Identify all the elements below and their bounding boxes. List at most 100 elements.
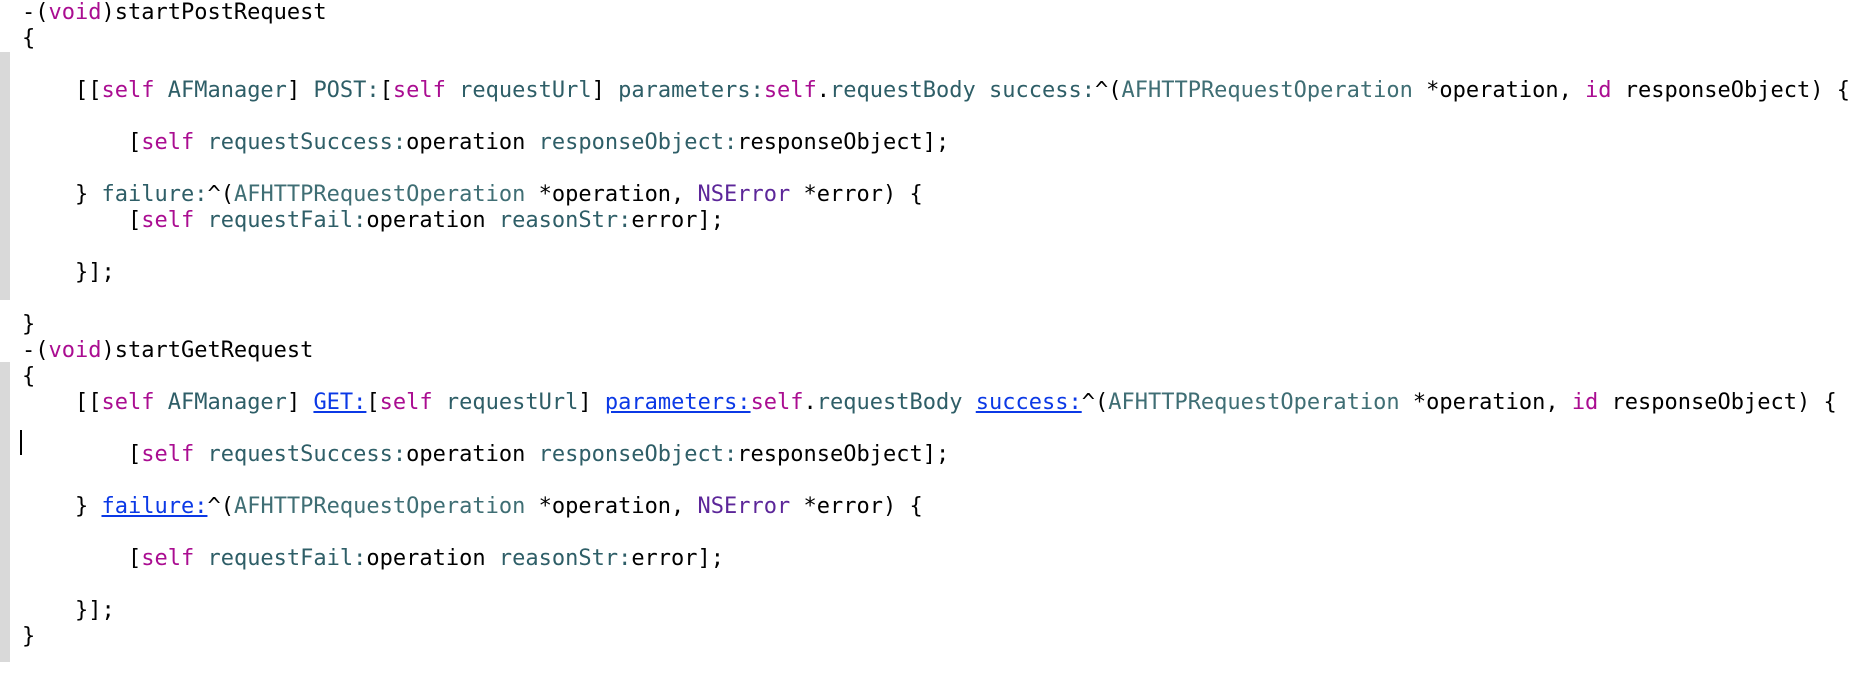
code-token-selector: responseObject: <box>538 130 738 155</box>
code-line[interactable]: }]; <box>22 598 115 624</box>
code-token-code-text: ^( <box>1094 78 1122 103</box>
code-token-code-text <box>194 546 207 571</box>
code-token-code-text <box>194 130 207 155</box>
code-token-selector: requestBody <box>816 390 963 415</box>
code-token-code-text <box>976 78 989 103</box>
code-token-selector: reasonStr: <box>498 546 632 571</box>
code-token-code-text: } <box>22 494 102 519</box>
code-token-class-name: NSError <box>697 494 791 519</box>
code-line[interactable]: } <box>22 624 35 650</box>
code-token-code-text: . <box>816 78 831 103</box>
code-token-selector: AFManager <box>167 78 287 103</box>
code-token-keyword: self <box>141 546 195 571</box>
code-token-selector: requestSuccess: <box>207 130 407 155</box>
code-token-class-name: NSError <box>697 182 791 207</box>
code-token-selector: requestUrl <box>445 390 579 415</box>
code-token-selector: requestFail: <box>207 208 367 233</box>
code-token-code-text: . <box>803 390 817 415</box>
code-token-keyword: self <box>101 78 155 103</box>
code-token-code-text: } <box>22 312 36 337</box>
code-token-code-text: ] <box>591 78 619 103</box>
editor-gutter <box>0 0 10 674</box>
code-token-code-text <box>446 78 459 103</box>
code-token-code-text: )startPostRequest <box>101 0 327 25</box>
code-token-code-text: error]; <box>631 546 725 571</box>
code-line[interactable]: } <box>22 312 35 338</box>
code-line[interactable]: } failure:^(AFHTTPRequestOperation *oper… <box>22 494 923 520</box>
code-token-code-text: -( <box>22 338 49 363</box>
code-token-code-text: -( <box>22 0 49 25</box>
code-token-code-text: operation <box>366 546 499 571</box>
code-area[interactable]: -(void)startPostRequest{ [[self AFManage… <box>22 0 1872 674</box>
code-token-keyword: self <box>141 442 195 467</box>
code-token-code-text: *operation, <box>525 182 698 207</box>
code-token-keyword: id <box>1585 78 1612 103</box>
fold-marker-get-method[interactable] <box>0 362 10 662</box>
code-token-selector: failure: <box>101 182 208 207</box>
code-token-type-name: AFHTTPRequestOperation <box>233 494 526 519</box>
code-token-keyword: void <box>48 338 102 363</box>
code-line[interactable]: [[self AFManager] POST:[self requestUrl]… <box>22 78 1850 104</box>
code-token-code-text: operation <box>366 208 499 233</box>
code-token-code-text <box>154 78 167 103</box>
code-token-code-text: responseObject]; <box>737 130 950 155</box>
code-token-type-name: AFHTTPRequestOperation <box>1108 390 1400 415</box>
code-token-selector-link[interactable]: success: <box>975 390 1082 415</box>
code-token-code-text: ^( <box>207 494 234 519</box>
code-token-code-text: ] <box>578 390 605 415</box>
code-token-selector: requestUrl <box>459 78 592 103</box>
code-token-selector: reasonStr: <box>498 208 632 233</box>
code-token-selector-link[interactable]: GET: <box>313 390 367 415</box>
code-token-selector-link[interactable]: failure: <box>101 494 208 519</box>
code-line[interactable]: } failure:^(AFHTTPRequestOperation *oper… <box>22 182 923 208</box>
code-token-keyword: self <box>141 130 195 155</box>
code-token-code-text: [ <box>22 130 142 155</box>
code-token-selector: requestFail: <box>207 546 367 571</box>
code-token-code-text: [[ <box>22 390 102 415</box>
code-token-code-text: responseObject) { <box>1611 78 1850 103</box>
code-token-selector: responseObject: <box>538 442 738 467</box>
code-token-code-text: *operation, <box>525 494 698 519</box>
code-line[interactable]: -(void)startPostRequest <box>22 0 327 26</box>
code-token-selector: AFManager <box>167 390 287 415</box>
code-token-code-text: responseObject) { <box>1598 390 1837 415</box>
code-token-code-text: *operation, <box>1399 390 1572 415</box>
code-line[interactable]: { <box>22 364 35 390</box>
code-token-selector-link[interactable]: parameters: <box>604 390 751 415</box>
code-token-selector: parameters: <box>618 78 764 103</box>
code-token-keyword: void <box>48 0 102 25</box>
code-line[interactable]: [[self AFManager] GET:[self requestUrl] … <box>22 390 1837 416</box>
code-token-code-text: *error) { <box>790 494 923 519</box>
code-token-code-text: operation <box>406 442 539 467</box>
code-line[interactable]: { <box>22 26 35 52</box>
code-token-keyword: self <box>392 78 446 103</box>
code-token-code-text: } <box>22 182 102 207</box>
code-line[interactable]: [self requestSuccess:operation responseO… <box>22 442 949 468</box>
code-token-code-text <box>194 208 207 233</box>
code-token-keyword: id <box>1571 390 1599 415</box>
code-token-code-text: [ <box>379 78 393 103</box>
code-token-type-name: AFHTTPRequestOperation <box>1121 78 1413 103</box>
code-token-code-text: )startGetRequest <box>101 338 314 363</box>
code-token-type-name: AFHTTPRequestOperation <box>233 182 526 207</box>
code-token-code-text: *error) { <box>790 182 923 207</box>
code-token-selector: requestBody <box>830 78 976 103</box>
code-token-code-text: } <box>22 624 36 649</box>
code-token-code-text: operation <box>406 130 539 155</box>
code-line[interactable]: -(void)startGetRequest <box>22 338 313 364</box>
text-caret <box>20 430 22 455</box>
code-token-code-text: [ <box>366 390 380 415</box>
code-token-code-text: }]; <box>22 598 115 623</box>
code-token-keyword: self <box>379 390 433 415</box>
code-token-code-text <box>433 390 446 415</box>
code-line[interactable]: [self requestFail:operation reasonStr:er… <box>22 546 724 572</box>
fold-marker-post-method[interactable] <box>0 52 10 300</box>
code-line[interactable]: [self requestSuccess:operation responseO… <box>22 130 949 156</box>
code-line[interactable]: }]; <box>22 260 115 286</box>
code-token-code-text: ^( <box>207 182 234 207</box>
code-line[interactable]: [self requestFail:operation reasonStr:er… <box>22 208 724 234</box>
code-token-code-text: error]; <box>631 208 725 233</box>
code-token-code-text: ^( <box>1081 390 1109 415</box>
code-token-code-text <box>194 442 207 467</box>
